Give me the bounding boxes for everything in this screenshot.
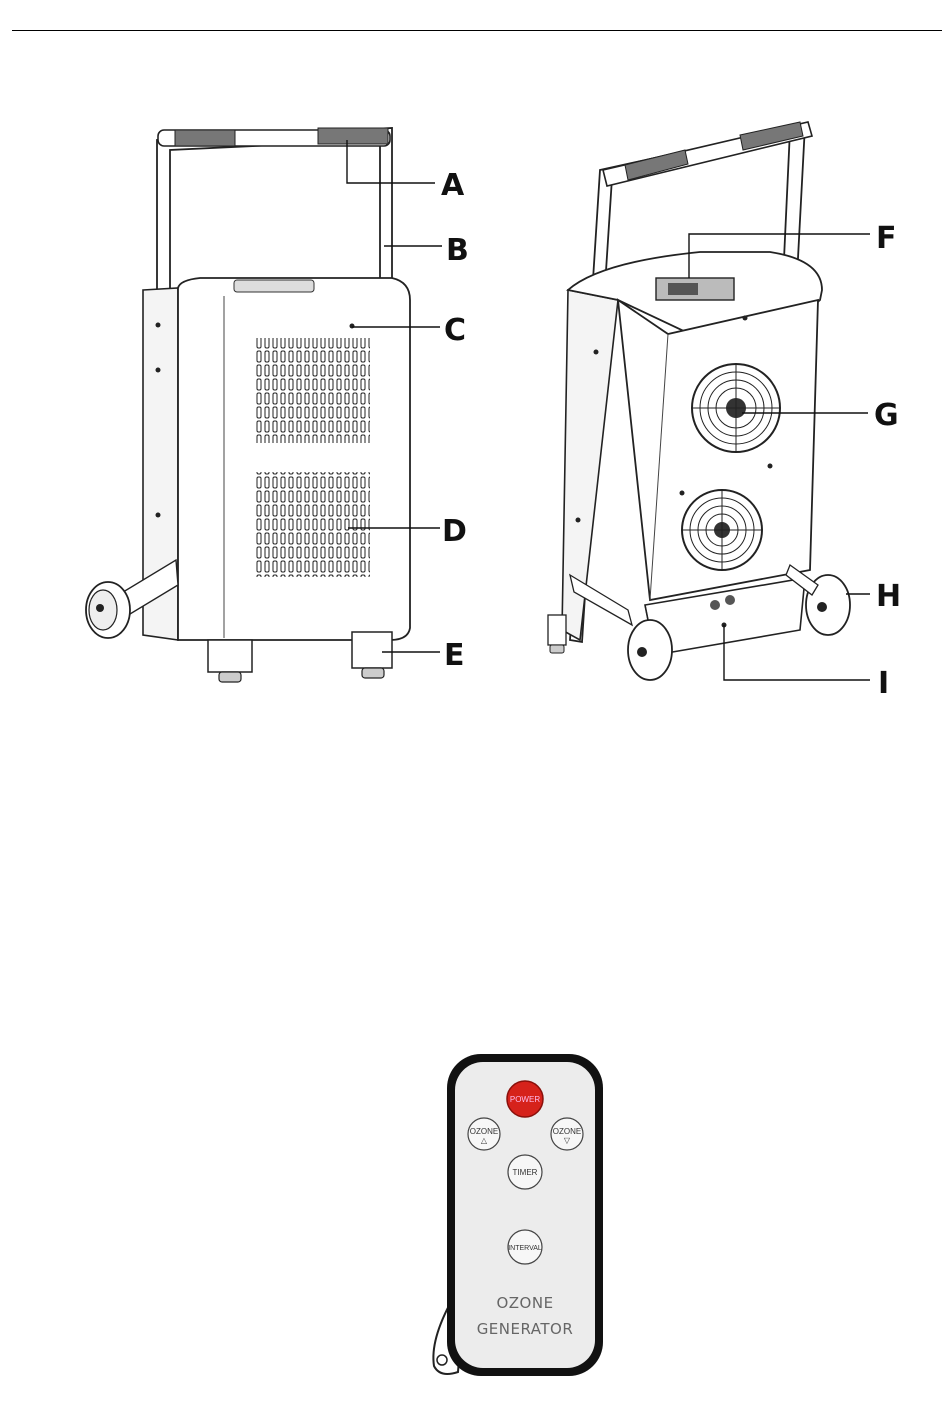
svg-text:OZONE: OZONE [553, 1127, 581, 1136]
callout-a: A [441, 168, 465, 203]
callout-e: E [444, 638, 465, 673]
ozone-up-button[interactable]: OZONE △ [468, 1118, 500, 1150]
callout-f: F [876, 221, 897, 256]
callout-h: H [876, 579, 901, 614]
fan-lower [682, 490, 762, 570]
svg-text:OZONE: OZONE [470, 1127, 498, 1136]
callout-b: B [446, 233, 469, 268]
timer-button[interactable]: TIMER [508, 1155, 542, 1189]
svg-text:INTERVAL: INTERVAL [508, 1245, 542, 1252]
remote-control: POWER OZONE △ OZONE ▽ TIMER INTERVAL OZO… [433, 1054, 603, 1376]
fan-upper [692, 364, 780, 452]
svg-text:POWER: POWER [510, 1095, 540, 1104]
remote-label-line2: GENERATOR [477, 1320, 574, 1338]
callout-g: G [874, 398, 899, 433]
power-button[interactable]: POWER [507, 1081, 543, 1117]
rear-view-illustration [548, 122, 850, 680]
callout-d: D [442, 514, 467, 549]
ozone-down-button[interactable]: OZONE ▽ [551, 1118, 583, 1150]
svg-text:△: △ [481, 1136, 488, 1145]
svg-text:TIMER: TIMER [513, 1168, 538, 1177]
svg-text:▽: ▽ [564, 1136, 571, 1145]
remote-label-line1: OZONE [496, 1294, 553, 1312]
interval-button[interactable]: INTERVAL [508, 1230, 542, 1264]
callout-i: I [878, 666, 889, 701]
callout-c: C [444, 313, 466, 348]
front-view-illustration [86, 128, 410, 682]
